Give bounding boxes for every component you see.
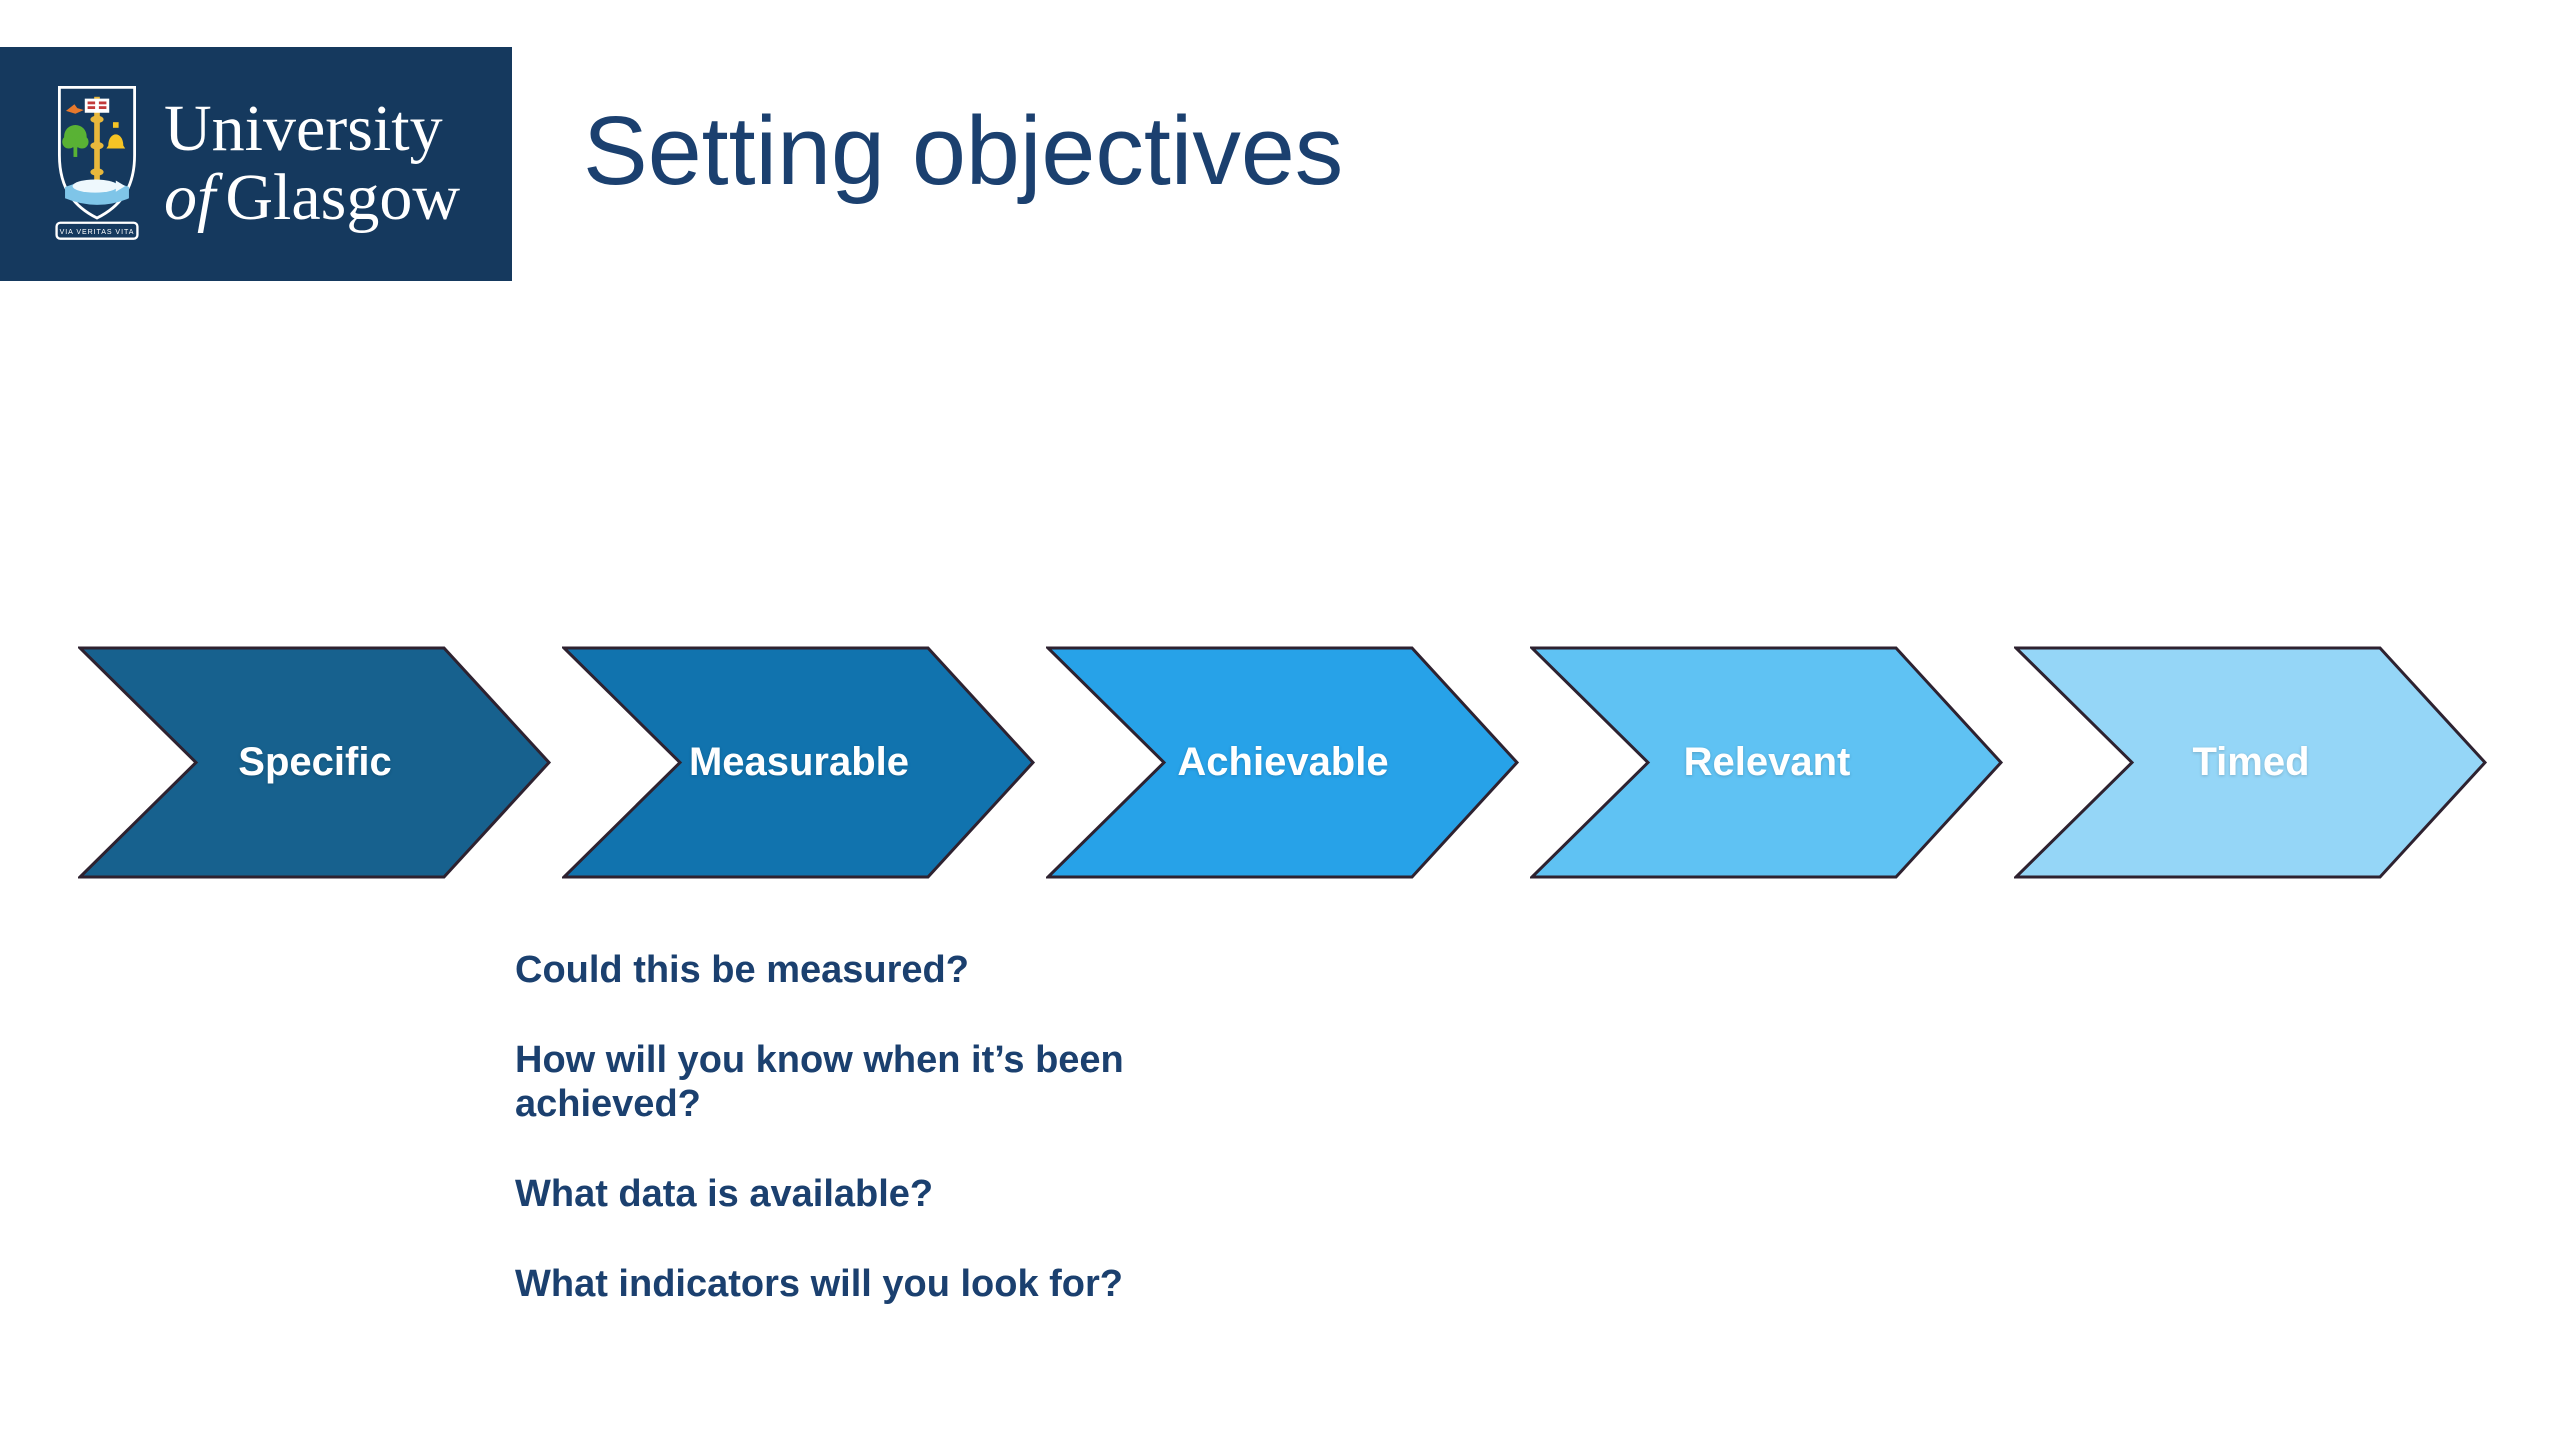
university-crest-icon: VIA VERITAS VITA xyxy=(55,85,139,240)
tree-icon xyxy=(62,124,89,157)
chevron-label: Relevant xyxy=(1683,740,1851,784)
page-title: Setting objectives xyxy=(583,96,1344,205)
motto-text: VIA VERITAS VITA xyxy=(60,229,135,236)
question-know-achieved: How will you know when it’s been achieve… xyxy=(515,1039,1124,1125)
chevron-label: Timed xyxy=(2192,740,2310,784)
chevron-arrow-icon xyxy=(2014,646,2488,879)
chevron-label: Specific xyxy=(238,740,392,784)
logo-glasgow: Glasgow xyxy=(225,161,460,234)
chevron-label: Measurable xyxy=(688,740,910,784)
motto-banner: VIA VERITAS VITA xyxy=(55,221,139,240)
smart-chevron-row: Specific Measurable Achievable Relevant xyxy=(0,646,2560,879)
question-indicators: What indicators will you look for? xyxy=(515,1263,1124,1305)
measurable-questions: Could this be measured? How will you kno… xyxy=(515,948,1175,1352)
chevron-timed: Timed xyxy=(2014,646,2488,879)
book-icon xyxy=(84,98,110,113)
question-measured: Could this be measured? xyxy=(515,949,969,991)
chevron-label: Achievable xyxy=(1177,740,1389,784)
chevron-measurable: Measurable xyxy=(562,646,1036,879)
fish-icon xyxy=(65,179,129,205)
chevron-arrow-icon xyxy=(1046,646,1520,879)
question-data-available: What data is available? xyxy=(515,1173,934,1215)
chevron-arrow-icon xyxy=(1530,646,2004,879)
chevron-arrow-icon xyxy=(78,646,552,879)
logo-line-university: University xyxy=(164,92,443,166)
chevron-relevant: Relevant xyxy=(1530,646,2004,879)
bell-icon xyxy=(106,122,126,149)
logo-of: of xyxy=(164,161,216,234)
chevron-specific: Specific xyxy=(78,646,552,879)
chevron-arrow-icon xyxy=(562,646,1036,879)
chevron-achievable: Achievable xyxy=(1046,646,1520,879)
bird-icon xyxy=(65,104,84,114)
